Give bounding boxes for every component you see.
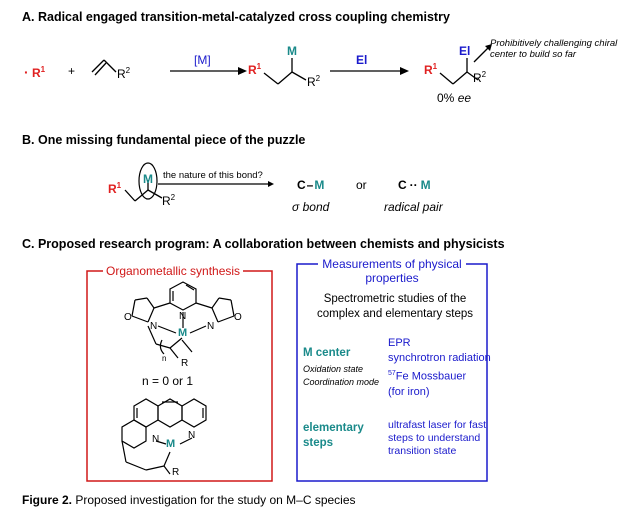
- rp-c: C: [398, 178, 407, 192]
- sigma-bond-word: bond: [302, 200, 330, 214]
- sigma-bond-formula: C–M: [297, 178, 325, 192]
- section-c-heading: C. Proposed research program: A collabor…: [22, 237, 505, 251]
- section-b-heading: B. One missing fundamental piece of the …: [22, 133, 306, 147]
- for-iron-item: (for iron): [388, 385, 430, 398]
- caption-label: Figure 2.: [22, 493, 73, 507]
- sigma-bond-label: σ bond: [292, 200, 329, 214]
- m-center-label: M center: [303, 347, 351, 359]
- mid-r2-text: R: [307, 75, 316, 89]
- mid-r1-sup: 1: [256, 62, 262, 71]
- pybox-o-right: O: [234, 312, 242, 323]
- mid-r1-text: R: [248, 63, 257, 77]
- mid-metal: M: [287, 44, 297, 58]
- ultrafast-line3: transition state: [388, 445, 457, 457]
- product-r1: R1: [424, 62, 437, 77]
- product-el: El: [459, 44, 471, 58]
- elementary-steps-label: elementary steps: [303, 421, 364, 451]
- coordination-mode-label: Coordination mode: [303, 377, 380, 387]
- sigma-greek: σ: [292, 200, 300, 214]
- fe-isotope: 57: [388, 370, 396, 377]
- plus-sign: +: [68, 64, 76, 78]
- product-r1-sup: 1: [432, 62, 438, 71]
- mid-r2: R2: [307, 74, 320, 89]
- ee-value: 0%: [437, 91, 455, 105]
- catalyst-label: [M]: [194, 53, 211, 67]
- sigma-m: M: [314, 178, 325, 192]
- b-r1-text: R: [108, 182, 117, 196]
- rp-m: M: [420, 178, 431, 192]
- b-metal: M: [143, 172, 153, 186]
- ultrafast-line1: ultrafast laser for fast: [388, 419, 487, 431]
- b-r2: R2: [162, 193, 175, 208]
- electrophile-label: El: [356, 53, 368, 67]
- pybox-n-index: n: [162, 354, 167, 363]
- ee-readout: 0% ee: [437, 91, 471, 105]
- synchrotron-item: synchrotron radiation: [388, 352, 491, 364]
- measurements-box-title: Measurements of physical properties: [318, 257, 466, 285]
- section-a-heading: A. Radical engaged transition-metal-cata…: [22, 10, 450, 24]
- pybox-n-left: N: [150, 321, 158, 332]
- b-r2-text: R: [162, 194, 171, 208]
- organometallic-box-title: Organometallic synthesis: [103, 264, 244, 278]
- elementary-line1: elementary: [303, 422, 364, 434]
- phen-metal: M: [166, 438, 176, 450]
- caption-text: Proposed investigation for the study on …: [72, 493, 356, 507]
- n-range-label: n = 0 or 1: [142, 374, 194, 388]
- figure-caption: Figure 2. Proposed investigation for the…: [22, 493, 356, 507]
- radical-r1-text: R: [32, 66, 41, 80]
- spectro-line2: complex and elementary steps: [317, 308, 473, 320]
- product-r1-text: R: [424, 63, 433, 77]
- phen-r: R: [172, 467, 180, 478]
- measurements-title-line2: properties: [365, 271, 419, 285]
- alkene-r2-text: R: [117, 67, 126, 81]
- measurements-title-line1: Measurements of physical: [322, 257, 462, 271]
- bond-nature-label: the nature of this bond?: [163, 170, 263, 181]
- radical-pair-label: radical pair: [384, 200, 443, 214]
- mossbauer-text: Fe Mossbauer: [395, 370, 467, 383]
- b-r1: R1: [108, 181, 121, 196]
- alkene-r2: R2: [117, 66, 130, 81]
- radical-r1-sup: 1: [40, 65, 46, 74]
- radical-r1: R1: [32, 65, 45, 80]
- product-r2: R2: [473, 70, 486, 85]
- mid-r2-sup: 2: [315, 74, 321, 83]
- epr-item: EPR: [388, 337, 411, 349]
- ultrafast-line2: steps to understand: [388, 432, 481, 444]
- product-r2-text: R: [473, 71, 482, 85]
- ee-label: ee: [457, 91, 472, 105]
- pybox-n-center: N: [179, 311, 187, 322]
- sigma-c: C: [297, 178, 306, 192]
- phen-n-left: N: [152, 434, 160, 445]
- or-label: or: [356, 178, 367, 192]
- product-r2-sup: 2: [481, 70, 487, 79]
- spectrometric-text: Spectrometric studies of the complex and…: [310, 292, 480, 322]
- radical-pair-formula: C··M: [398, 178, 431, 192]
- alkene-r2-sup: 2: [125, 66, 131, 75]
- mid-r1: R1: [248, 62, 261, 77]
- pybox-n-right: N: [207, 321, 215, 332]
- oxidation-state-label: Oxidation state: [303, 364, 364, 374]
- spectro-line1: Spectrometric studies of the: [323, 293, 467, 305]
- b-r2-sup: 2: [170, 193, 176, 202]
- mossbauer-item: 57Fe Mossbauer: [388, 366, 491, 385]
- rp-dots: ··: [409, 178, 418, 192]
- elementary-line2: steps: [303, 437, 334, 449]
- b-r1-sup: 1: [116, 181, 122, 190]
- pybox-r: R: [181, 358, 189, 369]
- pybox-o-left: O: [124, 312, 132, 323]
- techniques-list: EPR synchrotron radiation 57Fe Mossbauer…: [388, 336, 491, 400]
- phen-n-right: N: [188, 430, 196, 441]
- pybox-metal: M: [178, 327, 188, 339]
- radical-dot: ·: [24, 64, 29, 80]
- ultrafast-laser-text: ultrafast laser for fast steps to unders…: [388, 419, 486, 458]
- chiral-center-note: Prohibitively challenging chiral center …: [490, 38, 618, 60]
